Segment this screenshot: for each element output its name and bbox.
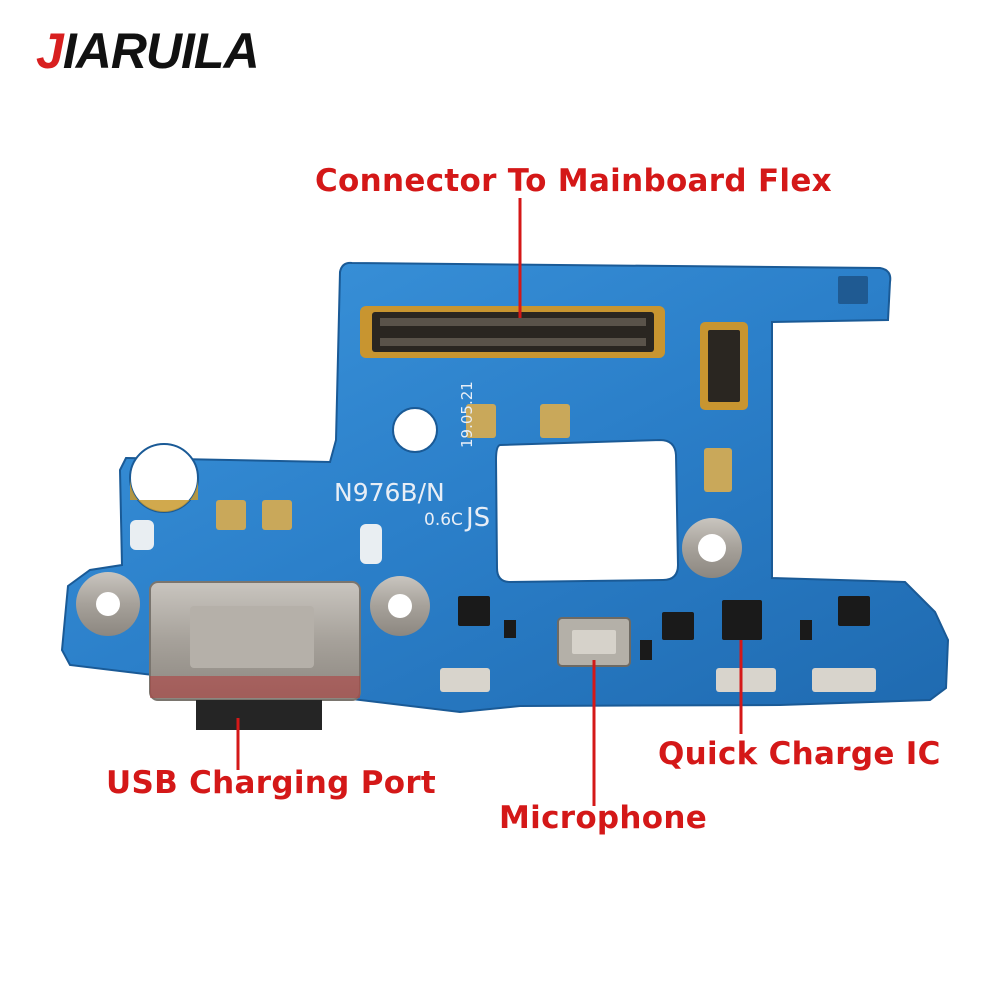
passive-components xyxy=(130,276,870,660)
brand-logo-text: IARUILA xyxy=(62,23,260,79)
pcb-date-mark: 19.05.21 xyxy=(458,381,476,448)
callout-lines xyxy=(236,198,743,806)
usb-c-port xyxy=(149,581,361,730)
mounting-hole-right xyxy=(682,518,742,578)
label-quick-charge-ic: Quick Charge IC xyxy=(658,736,941,772)
board-cutout xyxy=(494,438,680,584)
corner-tab xyxy=(129,443,199,513)
pcb-model-mark: N976B/N xyxy=(334,478,445,507)
pcb-version-mark: 0.6C xyxy=(424,510,463,530)
side-connector xyxy=(700,322,748,410)
brand-logo-first-letter: J xyxy=(36,23,64,79)
label-microphone: Microphone xyxy=(499,800,708,836)
mounting-hole-center xyxy=(370,576,430,636)
pcb-maker-mark: JS xyxy=(466,503,491,533)
mounting-hole-left xyxy=(76,572,140,636)
mounting-hole-top xyxy=(392,407,438,453)
label-usb-charging-port: USB Charging Port xyxy=(106,765,437,801)
mainboard-connector xyxy=(360,306,665,358)
microphone-component xyxy=(557,617,631,667)
brand-logo: JIARUILA xyxy=(36,22,260,80)
label-connector-to-mainboard-flex: Connector To Mainboard Flex xyxy=(315,163,832,199)
test-pads xyxy=(440,668,876,692)
